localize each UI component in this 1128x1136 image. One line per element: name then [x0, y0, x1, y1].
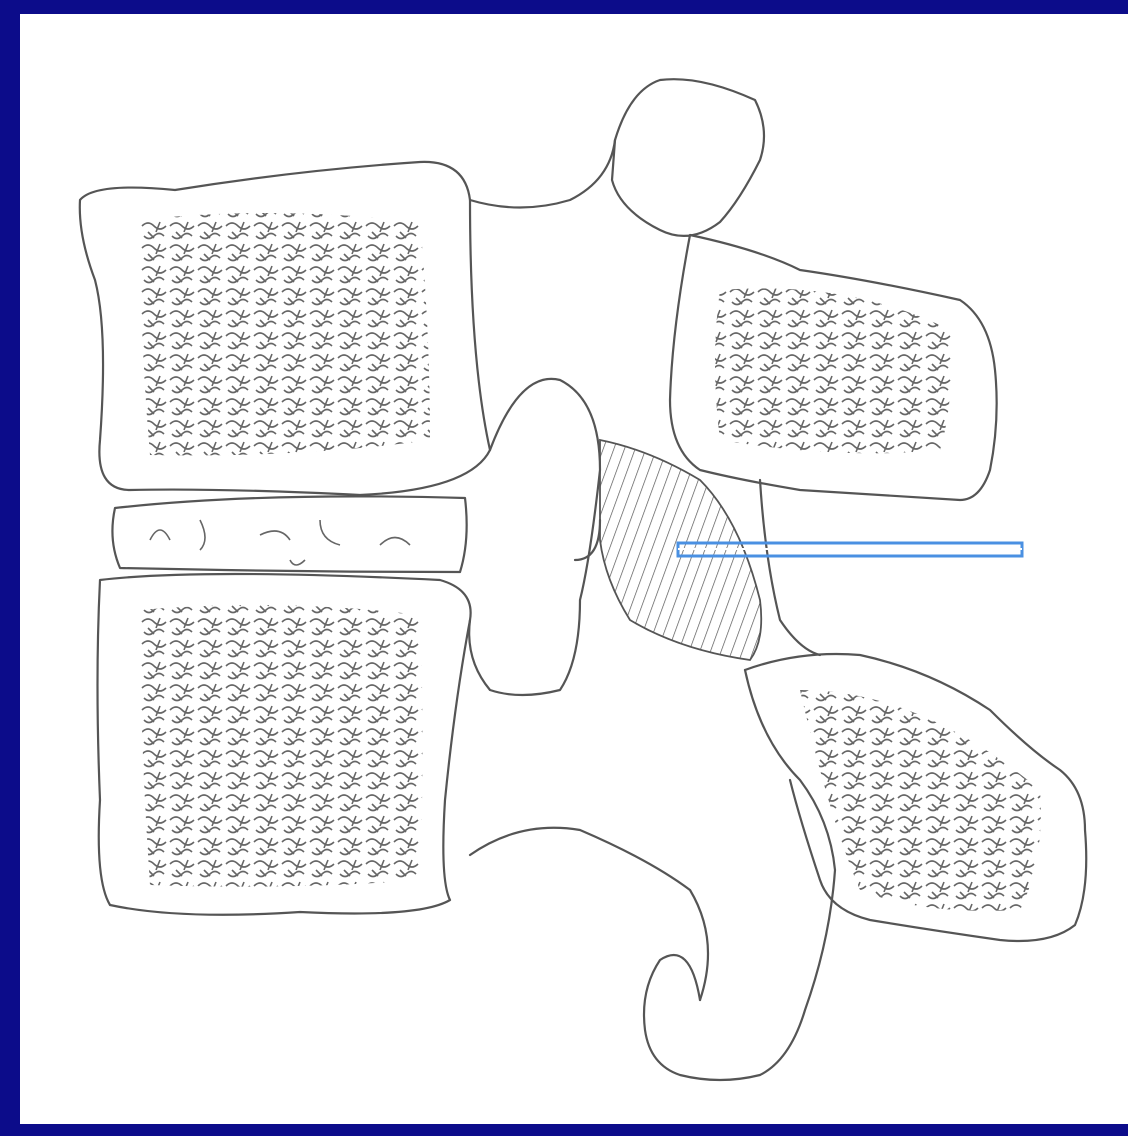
lower-spinous-process	[745, 654, 1086, 941]
superior-articular-process	[612, 79, 764, 236]
upper-vertebral-body	[80, 162, 490, 495]
upper-spinous-process	[670, 235, 997, 500]
intervertebral-disc	[112, 496, 466, 572]
lower-vertebral-body	[98, 574, 471, 915]
